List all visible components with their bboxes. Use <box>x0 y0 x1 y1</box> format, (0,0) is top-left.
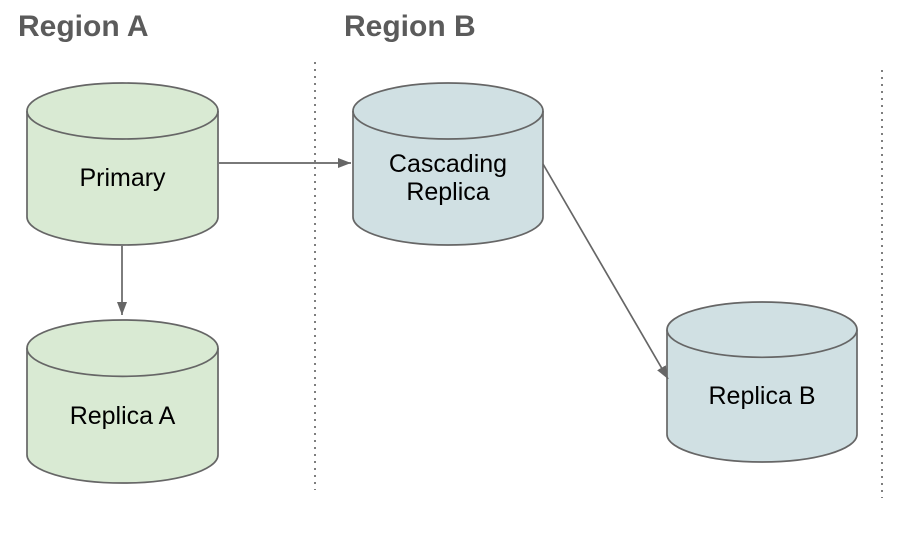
node-primary: Primary <box>26 82 219 246</box>
region-b-title: Region B <box>344 10 476 43</box>
node-replica-b: Replica B <box>666 301 858 463</box>
edge-cascading-replica-to-replica-b <box>542 163 669 380</box>
node-replica-a: Replica A <box>26 319 219 484</box>
cylinder-top-arc <box>26 348 219 378</box>
cylinder-shape <box>26 82 219 246</box>
node-label-primary: Primary <box>79 164 166 192</box>
node-label-replica-b: Replica B <box>708 382 816 410</box>
region-divider-left <box>314 62 316 490</box>
node-label-cascading-replica: Cascading Replica <box>388 150 508 206</box>
node-label-replica-a: Replica A <box>69 401 176 430</box>
cylinder-shape <box>666 301 858 463</box>
region-divider-right <box>881 70 883 498</box>
region-a-title: Region A <box>18 10 149 43</box>
cylinder-top-arc <box>26 110 219 140</box>
node-cascading-replica: Cascading Replica <box>352 82 544 246</box>
cylinder-shape <box>26 319 219 484</box>
cylinder-top-arc <box>352 110 544 140</box>
cylinder-top-arc <box>666 329 858 359</box>
